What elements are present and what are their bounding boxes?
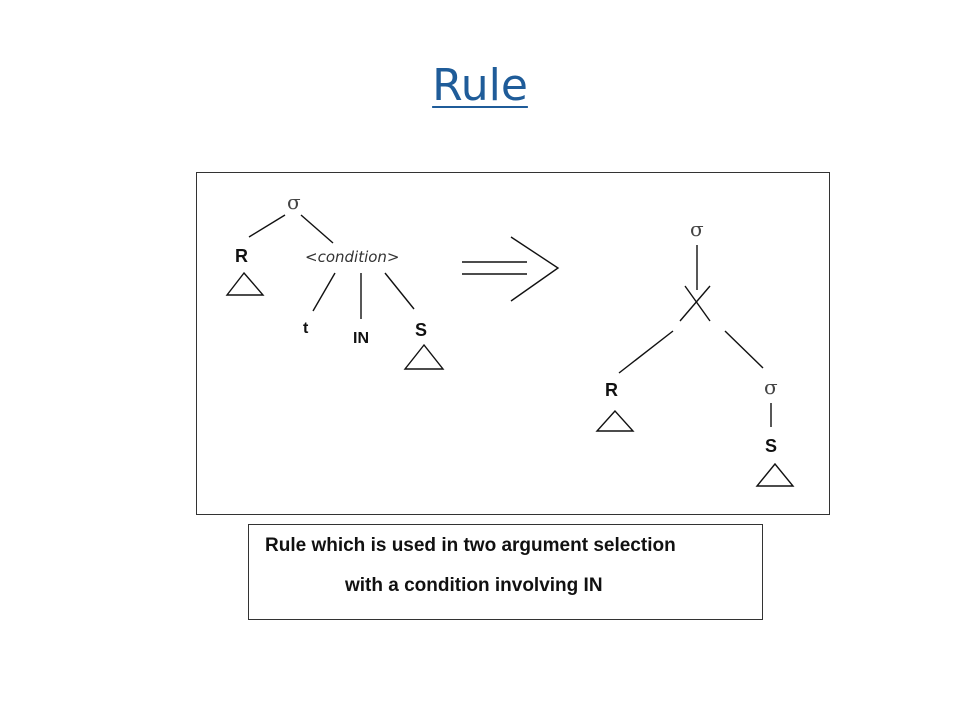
right-root-sigma: σ bbox=[690, 217, 704, 241]
left-r-triangle-icon bbox=[225, 271, 265, 296]
edge-condition-t bbox=[312, 272, 336, 312]
condition-child-in: IN bbox=[353, 330, 369, 347]
caption-line-1: Rule which is used in two argument selec… bbox=[265, 535, 676, 556]
right-r-label: R bbox=[605, 380, 618, 400]
left-r-label: R bbox=[235, 246, 248, 266]
implies-arrow-icon bbox=[510, 236, 560, 302]
condition-label: <condition> bbox=[305, 248, 400, 266]
right-sigma: σ bbox=[764, 375, 778, 399]
right-r-triangle-icon bbox=[595, 409, 635, 432]
slide-title: Rule bbox=[432, 60, 528, 111]
condition-child-t: t bbox=[303, 320, 309, 337]
right-s-triangle-icon bbox=[755, 462, 795, 487]
left-root-sigma: σ bbox=[287, 190, 301, 214]
diagram-frame: σ R <condition> t IN S σ R σ S bbox=[196, 172, 830, 515]
edge-sigma-r bbox=[248, 214, 286, 238]
rule-diagram: σ R <condition> t IN S σ R σ S bbox=[225, 190, 795, 487]
join-cross-a bbox=[684, 285, 711, 322]
s-triangle-icon bbox=[403, 343, 445, 370]
join-cross-b bbox=[679, 285, 711, 322]
edge-sigma-condition bbox=[300, 214, 334, 244]
edge-condition-s bbox=[384, 272, 415, 310]
right-s-label: S bbox=[765, 436, 777, 456]
edge-join-sigma bbox=[724, 330, 764, 369]
condition-child-s: S bbox=[415, 320, 427, 340]
edge-join-r bbox=[618, 330, 674, 374]
caption-box: Rule which is used in two argument selec… bbox=[248, 524, 763, 620]
caption-line-2: with a condition involving IN bbox=[345, 575, 603, 596]
